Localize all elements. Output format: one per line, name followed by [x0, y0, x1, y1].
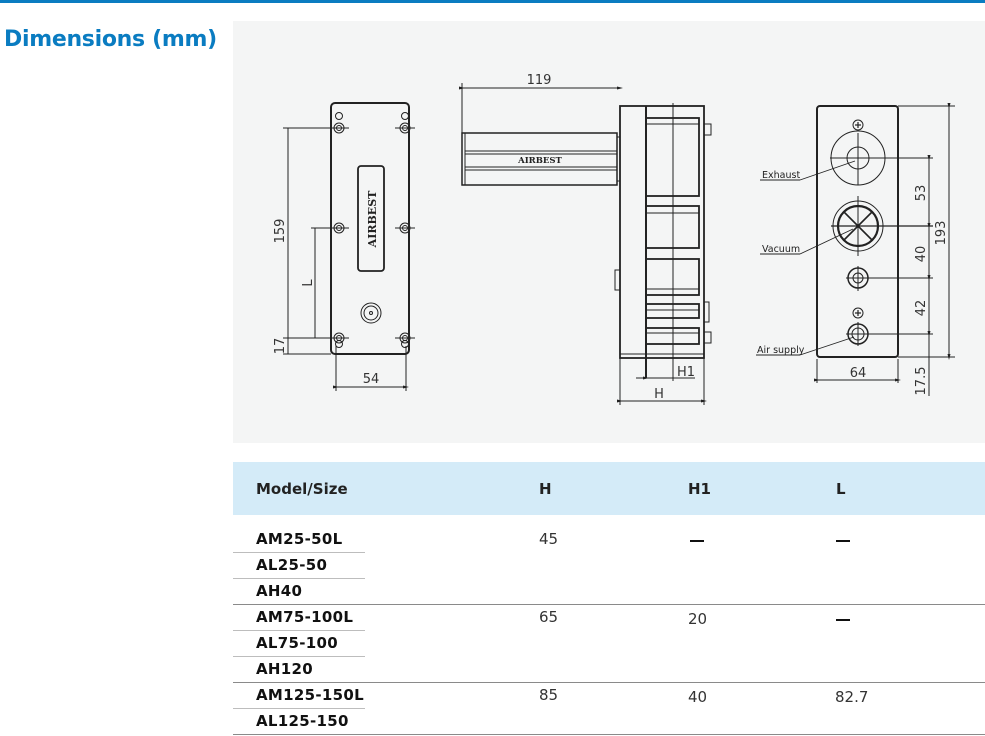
dim-17: 17: [273, 338, 288, 355]
dim-H1: H1: [677, 365, 695, 380]
dim-40: 40: [914, 246, 929, 263]
dim-54: 54: [363, 372, 380, 387]
table-row: AH40: [233, 579, 985, 604]
side-view: [459, 83, 712, 405]
table-row: AM125-150L: [233, 683, 365, 709]
dim-64: 64: [850, 366, 867, 381]
table-row: AM75-100L: [233, 605, 365, 631]
dim-17-5: 17.5: [914, 367, 929, 396]
table-row: AH120: [233, 657, 985, 682]
table-row: AL25-50: [233, 553, 365, 579]
col-L: L: [836, 480, 846, 498]
dim-119: 119: [527, 73, 552, 88]
model-name: AL25-50: [256, 556, 328, 574]
exhaust-label: Exhaust: [762, 170, 800, 181]
dim-53: 53: [914, 185, 929, 202]
table-row: AL75-100: [233, 631, 365, 657]
table-header: Model/Size H H1 L: [233, 462, 985, 515]
dim-42: 42: [914, 300, 929, 317]
table-row-group: AM125-150L AL125-150 85 40 82.7: [233, 683, 985, 735]
model-name: AH40: [256, 582, 303, 600]
model-name: AM75-100L: [256, 608, 354, 626]
col-H1: H1: [688, 480, 711, 498]
table-row: AM25-50L: [233, 527, 365, 553]
vacuum-label: Vacuum: [762, 244, 800, 255]
air-supply-label: Air supply: [757, 345, 805, 356]
port-view: [756, 103, 955, 396]
table-row-group: AM75-100L AL75-100 AH120 65 20: [233, 605, 985, 683]
value-H: 65: [539, 608, 559, 626]
technical-drawing: AIRBEST 159 L 17 54: [273, 73, 955, 405]
model-name: AH120: [256, 660, 313, 678]
dimensions-table: Model/Size H H1 L AM25-50L AL25-50 AH40 …: [233, 462, 985, 735]
model-name: AL75-100: [256, 634, 338, 652]
value-H: 85: [539, 686, 559, 704]
model-name: AM25-50L: [256, 530, 343, 548]
front-view: [283, 102, 415, 391]
table-row: AL125-150: [233, 709, 985, 734]
dim-L: L: [301, 279, 316, 287]
col-H: H: [539, 480, 552, 498]
dimension-drawing-panel: AIRBEST 159 L 17 54: [233, 21, 985, 443]
model-name: AL125-150: [256, 712, 349, 730]
model-name: AM125-150L: [256, 686, 364, 704]
value-L-empty: [836, 540, 850, 542]
dim-193: 193: [934, 221, 949, 246]
top-accent-line: [0, 0, 985, 3]
table-row-group: AM25-50L AL25-50 AH40 45: [233, 527, 985, 605]
side-brand-label: AIRBEST: [517, 156, 562, 166]
value-L-empty: [836, 619, 850, 621]
value-L: 82.7: [835, 688, 869, 706]
front-brand-label: AIRBEST: [366, 190, 379, 248]
value-H: 45: [539, 530, 559, 548]
value-H1: 20: [688, 610, 708, 628]
dim-H: H: [654, 387, 664, 402]
col-model-size: Model/Size: [256, 480, 348, 498]
value-H1: 40: [688, 688, 708, 706]
section-title: Dimensions (mm): [4, 27, 217, 52]
value-H1-empty: [690, 540, 704, 542]
dim-159: 159: [273, 219, 288, 244]
